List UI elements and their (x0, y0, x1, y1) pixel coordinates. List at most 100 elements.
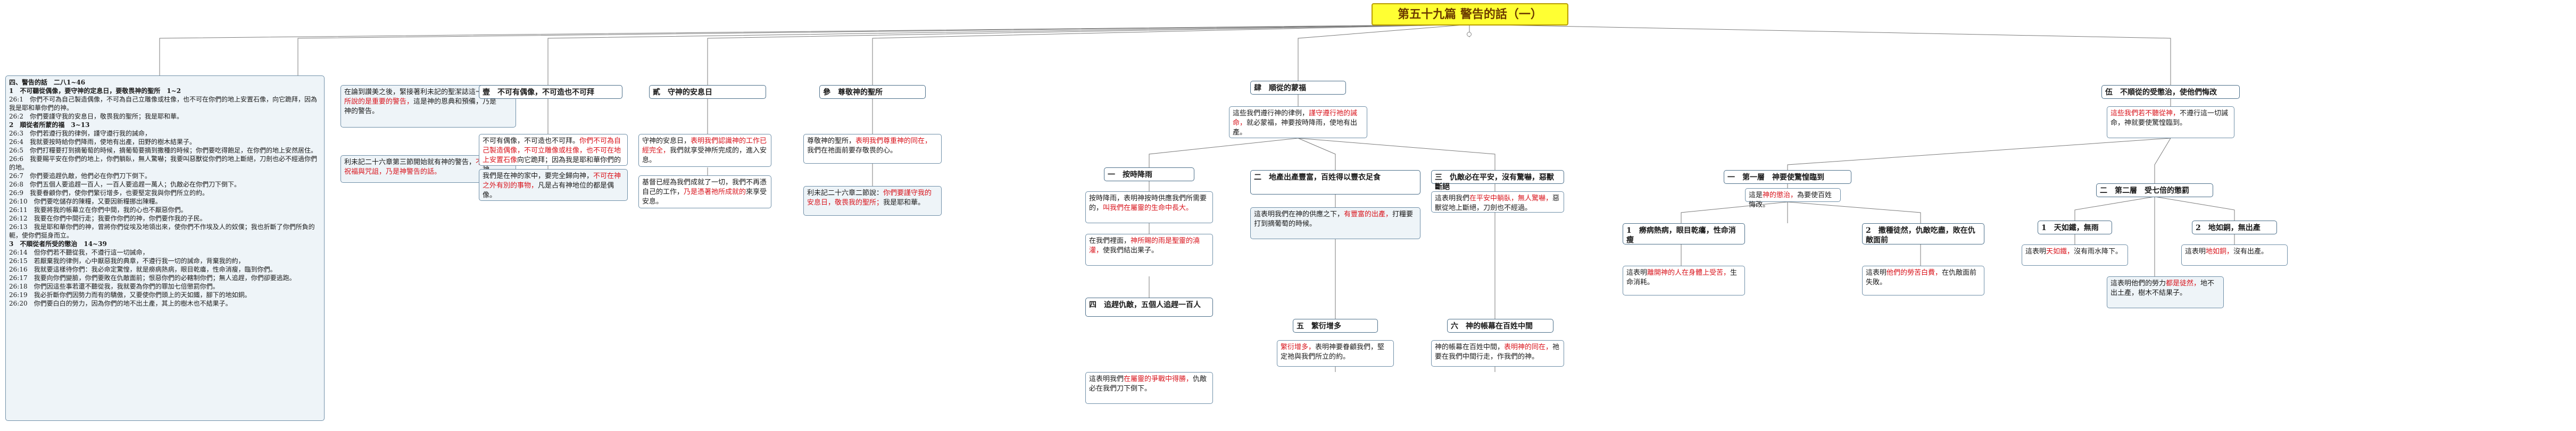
note-line: 不可有偶像，不可造也不可拜。你們不可為自己製造偶像，不可立雕像或柱像，也不可在地… (483, 137, 624, 175)
highlight-text: 都是徒然， (2166, 280, 2201, 288)
branch-sabbath[interactable]: 貳 守神的安息日 (649, 85, 766, 99)
note-text: 使我們結出果子。 (1103, 247, 1159, 255)
note-text: 這表明我們 (1435, 195, 1470, 202)
scripture-verse: 26:20 你們要白白的勞力，因為你們的地不出土產，其上的樹木也不結果子。 (9, 300, 232, 307)
note-line: 繁衍增多，表明神要眷顧我們，堅定祂與我們所立的約。 (1281, 343, 1390, 362)
branch-disobedience[interactable]: 伍 不順從的受懲治，使他們悔改 (2101, 85, 2240, 99)
blessing-peace[interactable]: 三 仇敵必在平安，沒有驚嚇，惡獸斷絕 (1431, 170, 1564, 191)
highlight-text: 神所賜的雨是聖靈的澆灌， (1089, 237, 1200, 255)
branch-sanctuary[interactable]: 參 尊敬神的聖所 (819, 85, 926, 99)
punishment-sowing[interactable]: 2 撒種徒然，仇敵吃盡，敗在仇敵面前 (1862, 223, 1984, 244)
note-text: 不可有偶像，不可造也不可拜。 (483, 137, 580, 145)
branch-obedience-blessing[interactable]: 肆 順從的蒙福 (1250, 81, 1346, 95)
blessing-rain-note-2: 在我們裡面，神所賜的雨是聖靈的澆灌，使我們結出果子。 (1085, 234, 1213, 266)
note-text: 堅定祂與我們所立的約。 (1281, 343, 1385, 361)
scripture-verse: 26:11 我要將我的帳幕立在你們中間，我的心也不厭惡你們。 (9, 206, 187, 214)
scripture-verse: 26:12 我要在你們中間行走；我要作你們的神，你們要作我的子民。 (9, 215, 206, 222)
highlight-text: 有豐富的出產， (1344, 210, 1393, 218)
note-text: 祂要在我們中間行走，作我們的神。 (1435, 343, 1560, 361)
highlight-text: 離開神的人在身體上受苦， (1647, 269, 1731, 277)
scripture-verse: 26:3 你們若遵行我的律例，謹守遵行我的誡命， (9, 130, 151, 137)
blessing-increase[interactable]: 五 繁衍增多 (1293, 319, 1378, 333)
note-line: 這表明我們在屬靈的爭戰中得勝，仇敵必在我們刀下倒下。 (1089, 375, 1209, 394)
branch-no-idols-note-2: 我們是在神的家中，要完全歸向神，不可在神之外有別的事物，凡是占有神地位的都是偶像… (479, 169, 628, 201)
note-text: 我們是在神的家中，要完全歸向神， (483, 172, 594, 180)
punishment-first-level[interactable]: 一 第一層 神要使驚惶臨到 (1724, 170, 1851, 184)
note-text: 守神的安息日， (642, 137, 691, 145)
punishment-heaven-iron-note: 這表明天如鐵，沒有雨水降下。 (2022, 244, 2128, 266)
note-text: 仇敵必在我們刀下倒下。 (1089, 375, 1207, 393)
note-line: 神的帳幕在百姓中間，表明神的同在，祂要在我們中間行走，作我們的神。 (1435, 343, 1560, 362)
note-text: 在論到讚美之後，緊接著利未記的聖潔誌這一章， (344, 88, 497, 96)
note-line: 按時降雨，表明神按時供應我們所需要的，叫我們在屬靈的生命中長大。 (1089, 194, 1209, 213)
note-line: 我們是在神的家中，要完全歸向神，不可在神之外有別的事物，凡是占有神地位的都是偶像… (483, 172, 624, 200)
punishment-second-note: 這表明他們的勞力都是徒然，地不出土產，樹木不結果子。 (2107, 276, 2224, 308)
scripture-verse: 26:7 你們要追趕仇敵，他們必在你們刀下倒下。 (9, 172, 151, 180)
branch-no-idols[interactable]: 壹 不可有偶像，不可造也不可拜 (479, 85, 622, 99)
branch-no-idols-note: 不可有偶像，不可造也不可拜。你們不可為自己製造偶像，不可立雕像或柱像，也不可在地… (479, 134, 628, 174)
blessing-harvest[interactable]: 二 地產出產豐富，百姓得以豐衣足食 (1250, 170, 1420, 195)
note-line: 守神的安息日，表明我們認識神的工作已經完全，我們就享受神所完成的，進入安息。 (642, 137, 768, 165)
scripture-panel-title: 四、警告的話 二八1~46 (9, 79, 86, 86)
note-text: 生命消耗。 (1626, 269, 1738, 286)
note-line: 這是神的懲治，為要使百姓悔改。 (1749, 191, 1837, 210)
punishment-second-level[interactable]: 二 第二層 受七倍的懲罰 (2096, 183, 2213, 197)
scripture-heading: 3 不順從者所受的懲治 14~39 (9, 240, 107, 248)
note-text: 這是神的恩典和預備，乃是 (413, 98, 497, 106)
note-line: 這表明離開神的人在身體上受苦，生命消耗。 (1626, 268, 1741, 288)
note-text: 這表明我們 (1089, 375, 1124, 383)
scripture-verse: 26:19 我必折斷你們因勢力而有的驕傲，又要使你們頭上的天如鐵，腳下的地如銅。 (9, 291, 251, 299)
blessing-tabernacle[interactable]: 六 神的帳幕在百姓中間 (1447, 319, 1553, 333)
scripture-heading: 2 順從者所蒙的福 3~13 (9, 121, 90, 129)
root-collapse-handle[interactable] (1467, 32, 1472, 37)
branch-obedience-note: 這些我們遵行神的律例，謹守遵行祂的誡命，就必蒙福，神要按時降雨，使地有出產。 (1229, 106, 1367, 138)
note-line: 這表明他們的勞力都是徒然，地不出土產，樹木不結果子。 (2110, 279, 2220, 298)
note-text: 這表明 (2185, 248, 2206, 256)
highlight-text: 繁衍增多， (1281, 343, 1316, 351)
note-text: 我是耶和華。 (883, 199, 925, 207)
note-line: 利未記二十六章二節說：你們要謹守我的安息日，敬畏我的聖所；我是耶和華。 (807, 189, 938, 208)
note-line: 尊敬神的聖所，表明我們尊重神的同在，我們在祂面前要存敬畏的心。 (807, 137, 938, 156)
highlight-text: 你們要謹守我的安息日，敬畏我的聖所； (807, 189, 932, 207)
highlight-text: 表明我們尊重神的同在， (855, 137, 932, 145)
punishment-earth-bronze[interactable]: 2 地如銅，無出產 (2192, 221, 2277, 234)
punishment-sowing-note: 這表明他們的勞苦白費，在仇敵面前失敗。 (1862, 266, 1984, 295)
note-text: 沒有雨水降下。 (2074, 248, 2123, 256)
scripture-verse: 26:14 但你們若不聽從我，不遵行這一切誡命， (9, 249, 149, 256)
punishment-heaven-iron[interactable]: 1 天如鐵，無雨 (2038, 221, 2112, 234)
scripture-verse: 26:2 你們要謹守我的安息日，敬畏我的聖所；我是耶和華。 (9, 113, 183, 120)
blessing-pursue-enemies[interactable]: 四 追趕仇敵，五個人追趕一百人 (1085, 298, 1213, 317)
blessing-pursue-note: 這表明我們在屬靈的爭戰中得勝，仇敵必在我們刀下倒下。 (1085, 372, 1213, 404)
scripture-verse: 26:9 我要眷顧你們，使你們繁衍增多，也要堅定我與你們所立的約。 (9, 189, 209, 197)
blessing-peace-note: 這表明我們在平安中躺臥，無人驚嚇，惡獸從地上斷絕，刀劍也不經過。 (1431, 191, 1564, 213)
highlight-text: 他們的勞苦白費， (1887, 269, 1942, 277)
highlight-text: 在屬靈的爭戰中得勝， (1124, 375, 1193, 383)
note-text: 惡獸從地上斷絕，刀劍也不經過。 (1435, 195, 1560, 212)
blessing-rain-note: 按時降雨，表明神按時供應我們所需要的，叫我們在屬靈的生命中長大。 (1085, 191, 1213, 223)
note-line: 這表明天如鐵，沒有雨水降下。 (2025, 247, 2124, 257)
note-line: 在我們裡面，神所賜的雨是聖靈的澆灌，使我們結出果子。 (1089, 236, 1209, 256)
note-text: 來享受安息。 (642, 188, 767, 206)
punishment-disease[interactable]: 1 癆病熱病，眼目乾癟，性命消瘦 (1623, 223, 1745, 244)
scripture-verse: 26:16 我就要這樣待你們：我必命定驚惶，就是癆病熱病，眼目乾癟，性命消瘦，臨… (9, 266, 277, 273)
note-text: 基督已經為我們成就了一切，我們不再憑自己的工作， (642, 179, 767, 196)
note-line: 基督已經為我們成就了一切，我們不再憑自己的工作，乃是憑著祂所成就的來享受安息。 (642, 178, 768, 207)
note-line: 這表明他們的勞苦白費，在仇敵面前失敗。 (1866, 268, 1981, 288)
scripture-verse: 26:15 若厭棄我的律例，心中厭惡我的典章，不遵行我一切的誡命，背棄我的約， (9, 257, 245, 265)
note-text: 地不出土產，樹木不結果子。 (2110, 280, 2215, 297)
note-text: 就必蒙福，神要按時降雨，使地有出產。 (1233, 119, 1358, 137)
blessing-rain[interactable]: 一 按時降雨 (1104, 167, 1194, 181)
note-text: 這些我們遵行神的律例， (1233, 109, 1309, 117)
highlight-text: 這些我們若不聽從神， (2110, 109, 2180, 117)
branch-sabbath-note-2: 基督已經為我們成就了一切，我們不再憑自己的工作，乃是憑著祂所成就的來享受安息。 (638, 175, 771, 208)
branch-sanctuary-note-2: 利未記二十六章二節說：你們要謹守我的安息日，敬畏我的聖所；我是耶和華。 (803, 186, 942, 216)
page-title: 第五十九篇 警告的話（一） (1372, 3, 1568, 26)
note-text: 表明神要眷顧我們， (1315, 343, 1378, 351)
highlight-text: 乃是憑著祂所成就的 (684, 188, 746, 196)
scripture-verse: 26:1 你們不可為自己製造偶像，不可為自己立雕像或柱像，也不可在你們的地上安置… (9, 96, 317, 112)
note-text: 利未記二十六章第三節開始就有神的警告， (344, 158, 476, 166)
note-line: 這些我們遵行神的律例，謹守遵行祂的誡命，就必蒙福，神要按時降雨，使地有出產。 (1233, 109, 1364, 138)
scripture-verse: 26:10 你們要吃儲存的陳糧，又要因新糧挪出陳糧。 (9, 198, 162, 205)
branch-sanctuary-note: 尊敬神的聖所，表明我們尊重神的同在，我們在祂面前要存敬畏的心。 (803, 134, 942, 164)
